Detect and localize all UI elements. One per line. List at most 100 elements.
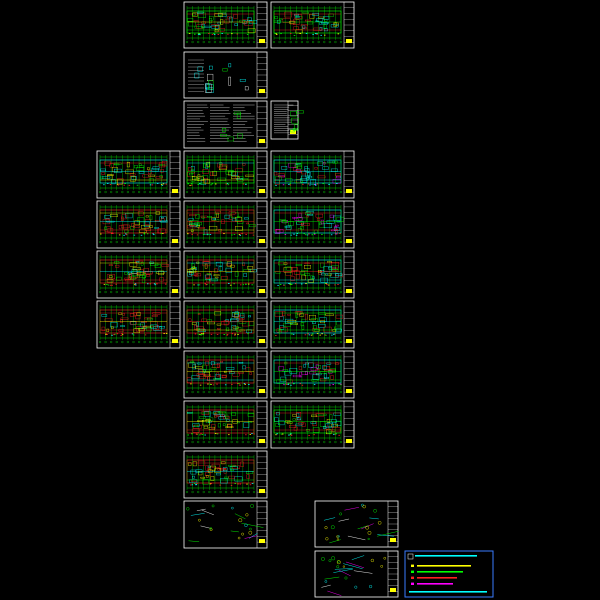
drawing-sheet-s02[interactable] — [270, 1, 355, 49]
legend-sheet[interactable] — [404, 550, 494, 598]
drawing-sheet-s22[interactable] — [183, 450, 268, 499]
sheet-frame — [183, 150, 268, 199]
title-block — [343, 151, 354, 198]
title-block — [343, 201, 354, 248]
sheet-frame — [183, 300, 268, 349]
legend-line-1 — [415, 555, 477, 557]
sheet-content — [185, 255, 257, 294]
sheet-content — [321, 555, 387, 596]
drawing-sheet-s05[interactable] — [270, 100, 304, 140]
legend-logo-icon — [407, 553, 414, 560]
drawing-sheet-s19[interactable] — [270, 350, 355, 399]
sheet-content — [98, 155, 169, 194]
title-block — [256, 351, 267, 398]
sheet-frame — [183, 350, 268, 399]
sheet-frame — [96, 200, 181, 249]
drawing-sheet-s16[interactable] — [183, 300, 268, 349]
drawing-sheet-s13[interactable] — [183, 250, 268, 299]
drawing-sheet-s07[interactable] — [183, 150, 268, 199]
sheet-content — [185, 355, 256, 394]
title-block — [256, 201, 267, 248]
sheets-layer — [96, 1, 399, 598]
drawing-sheet-s25[interactable] — [314, 550, 399, 598]
sheet-content — [98, 305, 169, 344]
title-block — [387, 501, 398, 547]
title-block — [256, 451, 267, 498]
sheet-content — [272, 6, 343, 44]
sheet-content — [272, 155, 343, 194]
legend-swatch — [411, 564, 414, 567]
sheet-content — [187, 104, 255, 142]
sheet-content — [272, 305, 344, 344]
sheet-content — [272, 355, 343, 394]
legend-line-2 — [417, 565, 471, 567]
sheet-frame — [183, 51, 268, 99]
drawing-sheet-s08[interactable] — [270, 150, 355, 199]
drawing-sheet-s01[interactable] — [183, 1, 268, 49]
sheet-frame — [183, 450, 268, 499]
drawing-sheet-s17[interactable] — [270, 300, 355, 349]
sheet-content — [185, 155, 256, 194]
legend-swatch — [411, 576, 414, 579]
sheet-content — [98, 255, 169, 294]
drawing-sheet-s18[interactable] — [183, 350, 268, 399]
drawing-sheet-s12[interactable] — [96, 250, 181, 299]
sheet-frame — [270, 1, 355, 49]
title-block — [256, 52, 267, 98]
title-block — [169, 301, 180, 348]
sheet-frame — [270, 250, 355, 299]
title-block — [343, 401, 354, 448]
sheet-content — [185, 455, 256, 494]
sheet-content — [98, 205, 169, 244]
drawing-sheet-s21[interactable] — [270, 400, 355, 449]
sheet-frame — [314, 550, 399, 598]
sheet-frame — [314, 500, 399, 548]
legend-line-3 — [417, 571, 463, 573]
sheet-frame — [270, 150, 355, 199]
legend-line-5 — [417, 583, 453, 585]
legend-swatch — [411, 582, 414, 585]
sheet-content — [272, 405, 343, 444]
drawing-sheet-s14[interactable] — [270, 250, 355, 299]
title-block — [169, 251, 180, 298]
drawing-sheet-s11[interactable] — [270, 200, 355, 249]
sheet-content — [272, 255, 343, 294]
title-block — [343, 301, 354, 348]
drawing-sheet-s09[interactable] — [96, 200, 181, 249]
drawing-sheet-s06[interactable] — [96, 150, 181, 199]
sheet-content — [185, 6, 257, 44]
sheet-content — [272, 205, 344, 244]
sheet-frame — [183, 500, 268, 549]
drawing-sheet-s03[interactable] — [183, 51, 268, 99]
title-block — [256, 2, 267, 48]
title-block — [256, 501, 267, 548]
title-block — [387, 551, 398, 597]
drawing-sheet-s04[interactable] — [183, 100, 268, 149]
legend-frame — [404, 550, 494, 598]
drawing-sheet-s10[interactable] — [183, 200, 268, 249]
drawing-sheet-s15[interactable] — [96, 300, 181, 349]
title-block — [169, 201, 180, 248]
sheet-content — [274, 104, 304, 134]
drawing-sheet-s23[interactable] — [183, 500, 268, 549]
drawing-sheet-s24[interactable] — [314, 500, 399, 548]
title-block — [343, 2, 354, 48]
title-block — [256, 301, 267, 348]
sheet-frame — [183, 1, 268, 49]
sheet-content — [185, 305, 256, 344]
title-block — [169, 151, 180, 198]
sheet-content — [186, 504, 264, 542]
title-block — [256, 401, 267, 448]
sheet-frame — [96, 300, 181, 349]
sheet-content — [323, 503, 399, 544]
legend-line-6 — [409, 591, 487, 593]
sheet-frame — [183, 400, 268, 449]
sheet-frame — [183, 250, 268, 299]
sheet-content — [185, 205, 256, 244]
title-block — [343, 351, 354, 398]
drawing-sheet-s20[interactable] — [183, 400, 268, 449]
legend-swatch — [411, 570, 414, 573]
sheet-content — [188, 59, 249, 93]
